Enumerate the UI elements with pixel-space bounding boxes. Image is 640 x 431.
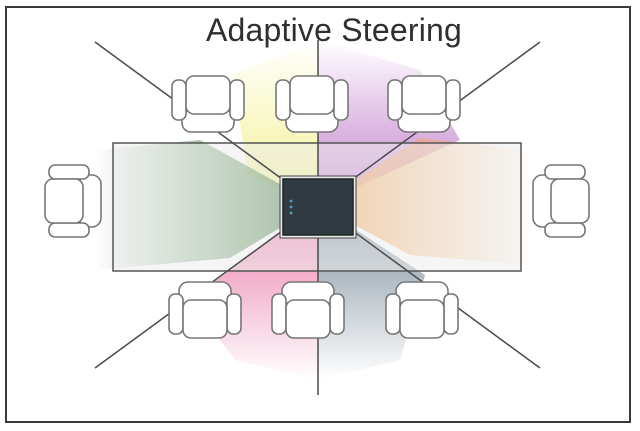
device-led <box>289 205 293 209</box>
chair-bottom-center <box>271 281 345 339</box>
device-led <box>289 199 293 203</box>
chair-right-end <box>532 164 590 238</box>
diagram-title: Adaptive Steering <box>205 12 462 48</box>
chair-top-right <box>387 75 461 133</box>
microphone-device <box>279 175 357 239</box>
chair-top-center <box>275 75 349 133</box>
chair-top-left <box>171 75 245 133</box>
chair-bottom-right <box>385 281 459 339</box>
chair-left-end <box>44 164 102 238</box>
device-led <box>289 211 293 215</box>
chair-bottom-left <box>168 281 242 339</box>
